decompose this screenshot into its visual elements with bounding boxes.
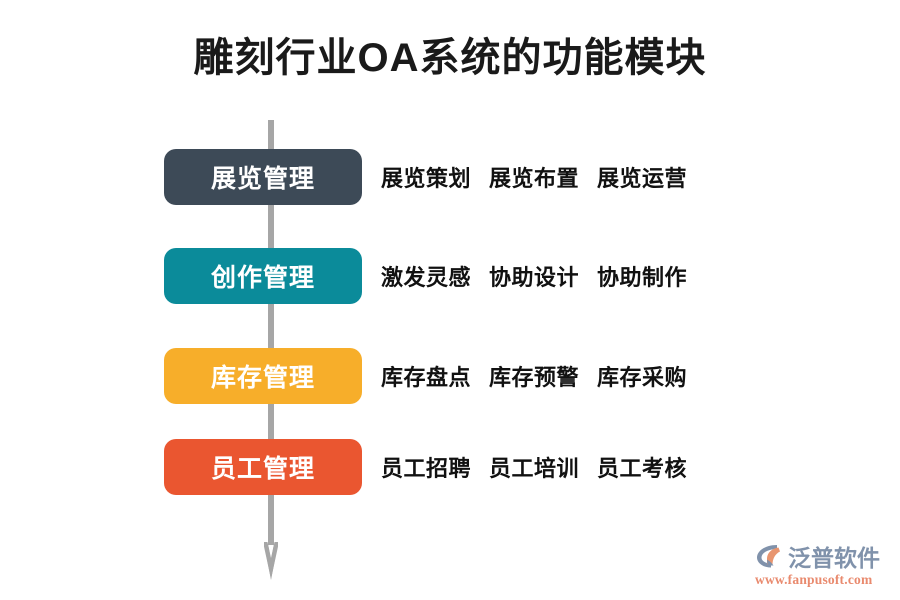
feature-item-list: 库存盘点 库存预警 库存采购 bbox=[381, 348, 687, 404]
category-label: 员工管理 bbox=[210, 455, 315, 483]
feature-item[interactable]: 展览布置 bbox=[489, 166, 580, 191]
category-box-creation[interactable]: 创作管理 bbox=[164, 248, 362, 304]
module-row: 创作管理 激发灵感 协助设计 协助制作 bbox=[0, 248, 900, 304]
brand-name: 泛普软件 bbox=[788, 544, 880, 571]
category-box-inventory[interactable]: 库存管理 bbox=[164, 348, 362, 404]
page-title: 雕刻行业OA系统的功能模块 bbox=[193, 36, 707, 80]
feature-item[interactable]: 员工招聘 bbox=[381, 456, 472, 481]
module-row: 展览管理 展览策划 展览布置 展览运营 bbox=[0, 149, 900, 205]
feature-item[interactable]: 库存预警 bbox=[489, 365, 580, 390]
feature-item[interactable]: 协助制作 bbox=[597, 265, 688, 290]
feature-item[interactable]: 展览策划 bbox=[381, 166, 472, 191]
category-label: 展览管理 bbox=[210, 165, 315, 193]
brand-watermark: 泛普软件 www.fanpusoft.com bbox=[755, 538, 895, 590]
feature-item[interactable]: 员工培训 bbox=[489, 456, 580, 481]
module-row: 员工管理 员工招聘 员工培训 员工考核 bbox=[0, 439, 900, 495]
flow-down-arrow bbox=[264, 120, 278, 580]
module-row: 库存管理 库存盘点 库存预警 库存采购 bbox=[0, 348, 900, 404]
feature-item[interactable]: 协助设计 bbox=[489, 265, 580, 290]
category-box-staff[interactable]: 员工管理 bbox=[164, 439, 362, 495]
category-label: 库存管理 bbox=[210, 364, 315, 392]
feature-item[interactable]: 员工考核 bbox=[597, 456, 688, 481]
feature-item[interactable]: 库存盘点 bbox=[381, 365, 472, 390]
category-label: 创作管理 bbox=[210, 264, 315, 292]
feature-item-list: 员工招聘 员工培训 员工考核 bbox=[381, 439, 687, 495]
feature-item-list: 激发灵感 协助设计 协助制作 bbox=[381, 248, 687, 304]
feature-item-list: 展览策划 展览布置 展览运营 bbox=[381, 149, 687, 205]
brand-url: www.fanpusoft.com bbox=[755, 571, 873, 587]
feature-item[interactable]: 库存采购 bbox=[597, 365, 688, 390]
fanpu-logo-icon bbox=[755, 542, 785, 570]
feature-item[interactable]: 激发灵感 bbox=[381, 265, 472, 290]
brand-top-line: 泛普软件 bbox=[755, 541, 880, 571]
feature-item[interactable]: 展览运营 bbox=[597, 166, 688, 191]
category-box-exhibition[interactable]: 展览管理 bbox=[164, 149, 362, 205]
